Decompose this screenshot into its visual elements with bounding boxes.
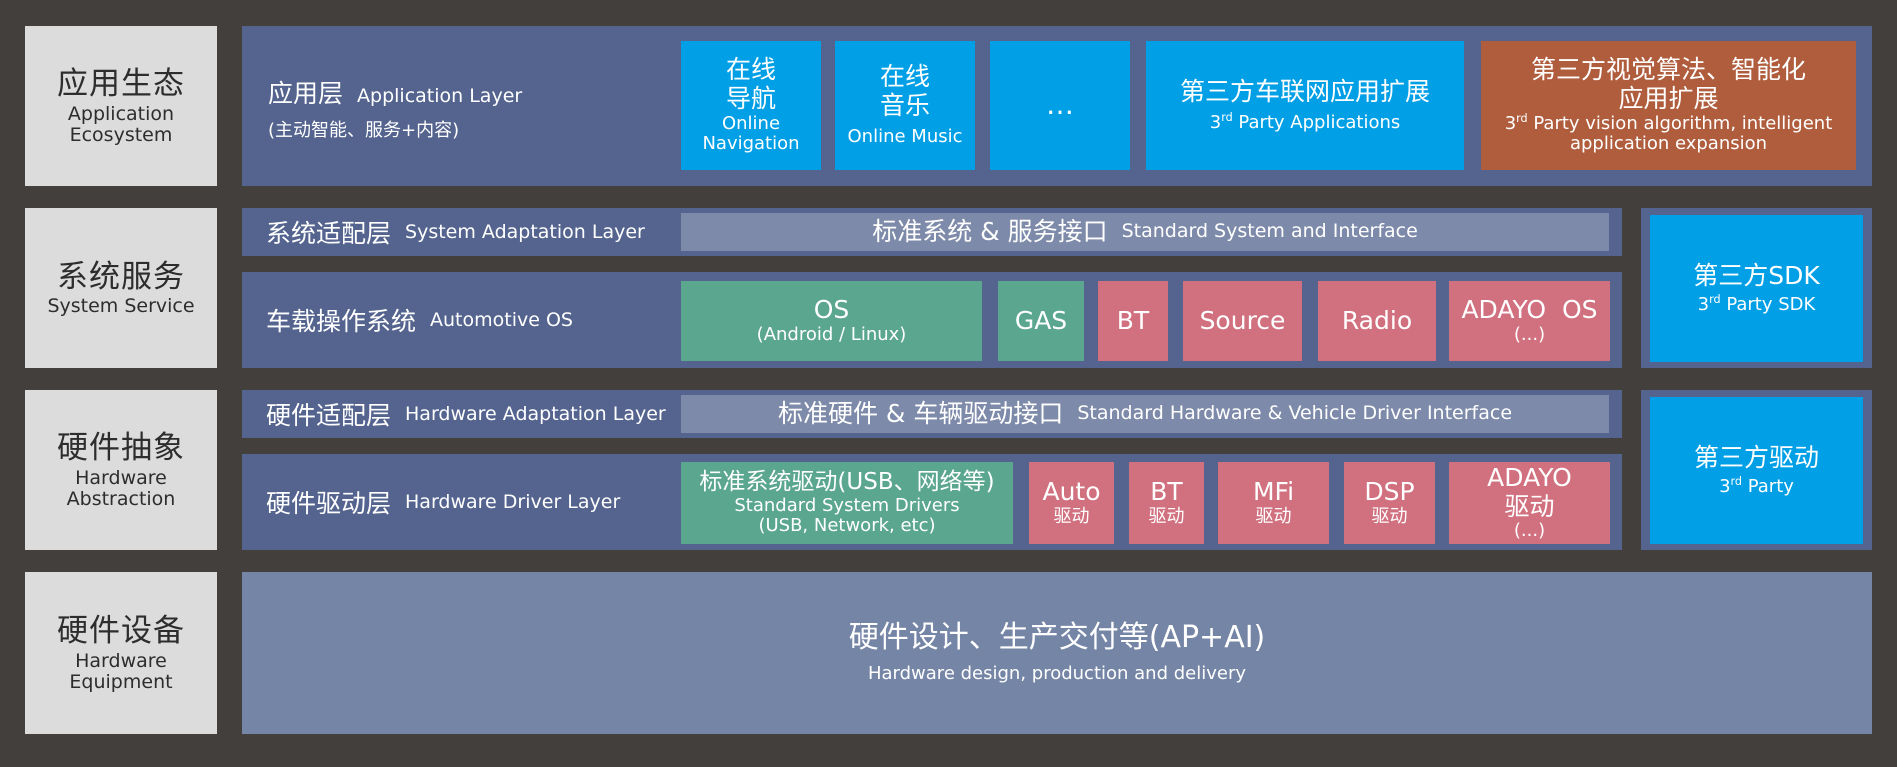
box-en: 3rd Party xyxy=(1719,474,1794,497)
layer-zh: 硬件驱动层 xyxy=(266,489,392,518)
third-party-applications-box: 第三方车联网应用扩展 3rd Party Applications xyxy=(1146,41,1464,170)
standard-system-drivers-box: 标准系统驱动(USB、网络等) Standard System Drivers … xyxy=(681,462,1013,544)
os-android-linux-box: OS (Android / Linux) xyxy=(681,281,982,361)
category-zh: 应用生态 xyxy=(57,65,185,102)
third-party-sdk-box: 第三方SDK 3rd Party SDK xyxy=(1650,215,1863,362)
application-layer-sub: (主动智能、服务+内容) xyxy=(268,120,460,141)
category-hardware-abstraction: 硬件抽象 Hardware Abstraction xyxy=(25,390,217,550)
standard-system-interface-bar: 标准系统 & 服务接口 Standard System and Interfac… xyxy=(681,213,1609,251)
box-en: application expansion xyxy=(1569,133,1768,155)
application-layer-zh: 应用层 xyxy=(268,79,344,108)
box-title: BT xyxy=(1150,477,1183,507)
box-sub: 驱动 xyxy=(1255,506,1292,528)
box-en: 3rd Party Applications xyxy=(1209,110,1401,133)
box-sub: 驱动 xyxy=(1148,506,1185,528)
box-zh: 应用扩展 xyxy=(1618,83,1719,113)
category-zh: 硬件设备 xyxy=(57,612,185,649)
box-en: Online xyxy=(721,112,781,134)
layer-en: Hardware Driver Layer xyxy=(405,491,621,513)
bar-zh: 标准硬件 & 车辆驱动接口 xyxy=(777,398,1064,428)
box-title: BT xyxy=(1116,305,1150,335)
category-en: Ecosystem xyxy=(69,124,173,147)
auto-driver-box: Auto 驱动 xyxy=(1029,462,1114,544)
layer-en: Automotive OS xyxy=(430,309,573,331)
box-title: Radio xyxy=(1341,305,1413,335)
box-title: ADAYO OS xyxy=(1461,295,1598,325)
box-en: Navigation xyxy=(702,133,800,155)
box-sub: (Android / Linux) xyxy=(756,324,907,346)
box-zh: 音乐 xyxy=(879,91,930,121)
category-zh: 硬件抽象 xyxy=(57,429,185,466)
box-zh: 第三方SDK xyxy=(1693,260,1820,290)
category-en: Abstraction xyxy=(66,488,176,511)
adayo-driver-box: ADAYO 驱动 (...) xyxy=(1449,462,1610,544)
layer-zh: 车载操作系统 xyxy=(266,307,417,336)
third-party-vision-box: 第三方视觉算法、智能化 应用扩展 3rd Party vision algori… xyxy=(1481,41,1856,170)
box-en: 3rd Party vision algorithm, intelligent xyxy=(1504,111,1833,134)
category-en: Hardware xyxy=(75,649,167,672)
online-navigation-box: 在线 导航 Online Navigation xyxy=(681,41,821,170)
box-en: Online Music xyxy=(847,125,963,147)
box-zh: 导航 xyxy=(725,83,776,113)
standard-hardware-interface-bar: 标准硬件 & 车辆驱动接口 Standard Hardware & Vehicl… xyxy=(681,395,1609,433)
box-title: Auto xyxy=(1042,477,1101,507)
box-sub: 驱动 xyxy=(1504,491,1555,521)
dsp-driver-box: DSP 驱动 xyxy=(1344,462,1435,544)
box-sub: 驱动 xyxy=(1053,506,1090,528)
bar-zh: 标准系统 & 服务接口 xyxy=(872,216,1108,246)
box-title: DSP xyxy=(1364,477,1415,507)
layer-zh: 硬件适配层 xyxy=(266,401,392,430)
category-zh: 系统服务 xyxy=(57,258,185,295)
adayo-os-box: ADAYO OS (...) xyxy=(1449,281,1610,361)
ellipsis: … xyxy=(1046,88,1074,122)
layer-en: Hardware Adaptation Layer xyxy=(405,403,666,425)
box-title: GAS xyxy=(1014,305,1068,335)
box-zh: 第三方车联网应用扩展 xyxy=(1179,76,1430,106)
box-en: (USB, Network, etc) xyxy=(758,515,936,537)
source-box: Source xyxy=(1183,281,1302,361)
category-hardware-equipment: 硬件设备 Hardware Equipment xyxy=(25,572,217,734)
box-title: MFi xyxy=(1252,477,1295,507)
bt-box: BT xyxy=(1098,281,1168,361)
category-en: System Service xyxy=(47,295,195,318)
box-title: OS xyxy=(813,295,850,325)
online-music-box: 在线 音乐 Online Music xyxy=(835,41,975,170)
application-layer-en: Application Layer xyxy=(357,85,523,107)
box-title: ADAYO xyxy=(1487,462,1572,492)
box-zh: 在线 xyxy=(879,62,930,92)
box-sub: (...) xyxy=(1513,324,1546,346)
bt-driver-box: BT 驱动 xyxy=(1129,462,1204,544)
box-sub: (...) xyxy=(1513,520,1546,542)
gas-box: GAS xyxy=(998,281,1084,361)
category-en: Equipment xyxy=(69,671,173,694)
layer-zh: 系统适配层 xyxy=(266,219,392,248)
box-en: Standard System Drivers xyxy=(734,494,960,516)
category-system-service: 系统服务 System Service xyxy=(25,208,217,368)
box-zh: 第三方视觉算法、智能化 xyxy=(1530,55,1806,85)
hardware-equipment-zh: 硬件设计、生产交付等(AP+AI) xyxy=(848,620,1266,656)
category-application-ecosystem: 应用生态 Application Ecosystem xyxy=(25,26,217,186)
box-sub: 驱动 xyxy=(1371,506,1408,528)
third-party-driver-box: 第三方驱动 3rd Party xyxy=(1650,397,1863,544)
box-zh: 第三方驱动 xyxy=(1693,442,1819,472)
hardware-equipment-band: 硬件设计、生产交付等(AP+AI) Hardware design, produ… xyxy=(242,572,1872,734)
mfi-driver-box: MFi 驱动 xyxy=(1218,462,1329,544)
box-zh: 在线 xyxy=(725,55,776,85)
bar-en: Standard Hardware & Vehicle Driver Inter… xyxy=(1077,402,1513,425)
box-zh: 标准系统驱动(USB、网络等) xyxy=(699,469,995,496)
category-en: Application xyxy=(67,102,175,125)
category-en: Hardware xyxy=(75,466,167,489)
layer-en: System Adaptation Layer xyxy=(405,221,645,243)
application-layer-label: 应用层 Application Layer (主动智能、服务+内容) xyxy=(268,74,668,142)
bar-en: Standard System and Interface xyxy=(1121,220,1418,243)
box-en: 3rd Party SDK xyxy=(1697,292,1816,315)
more-apps-box: … xyxy=(990,41,1130,170)
box-title: Source xyxy=(1199,305,1286,335)
radio-box: Radio xyxy=(1318,281,1436,361)
hardware-equipment-en: Hardware design, production and delivery xyxy=(867,662,1247,684)
